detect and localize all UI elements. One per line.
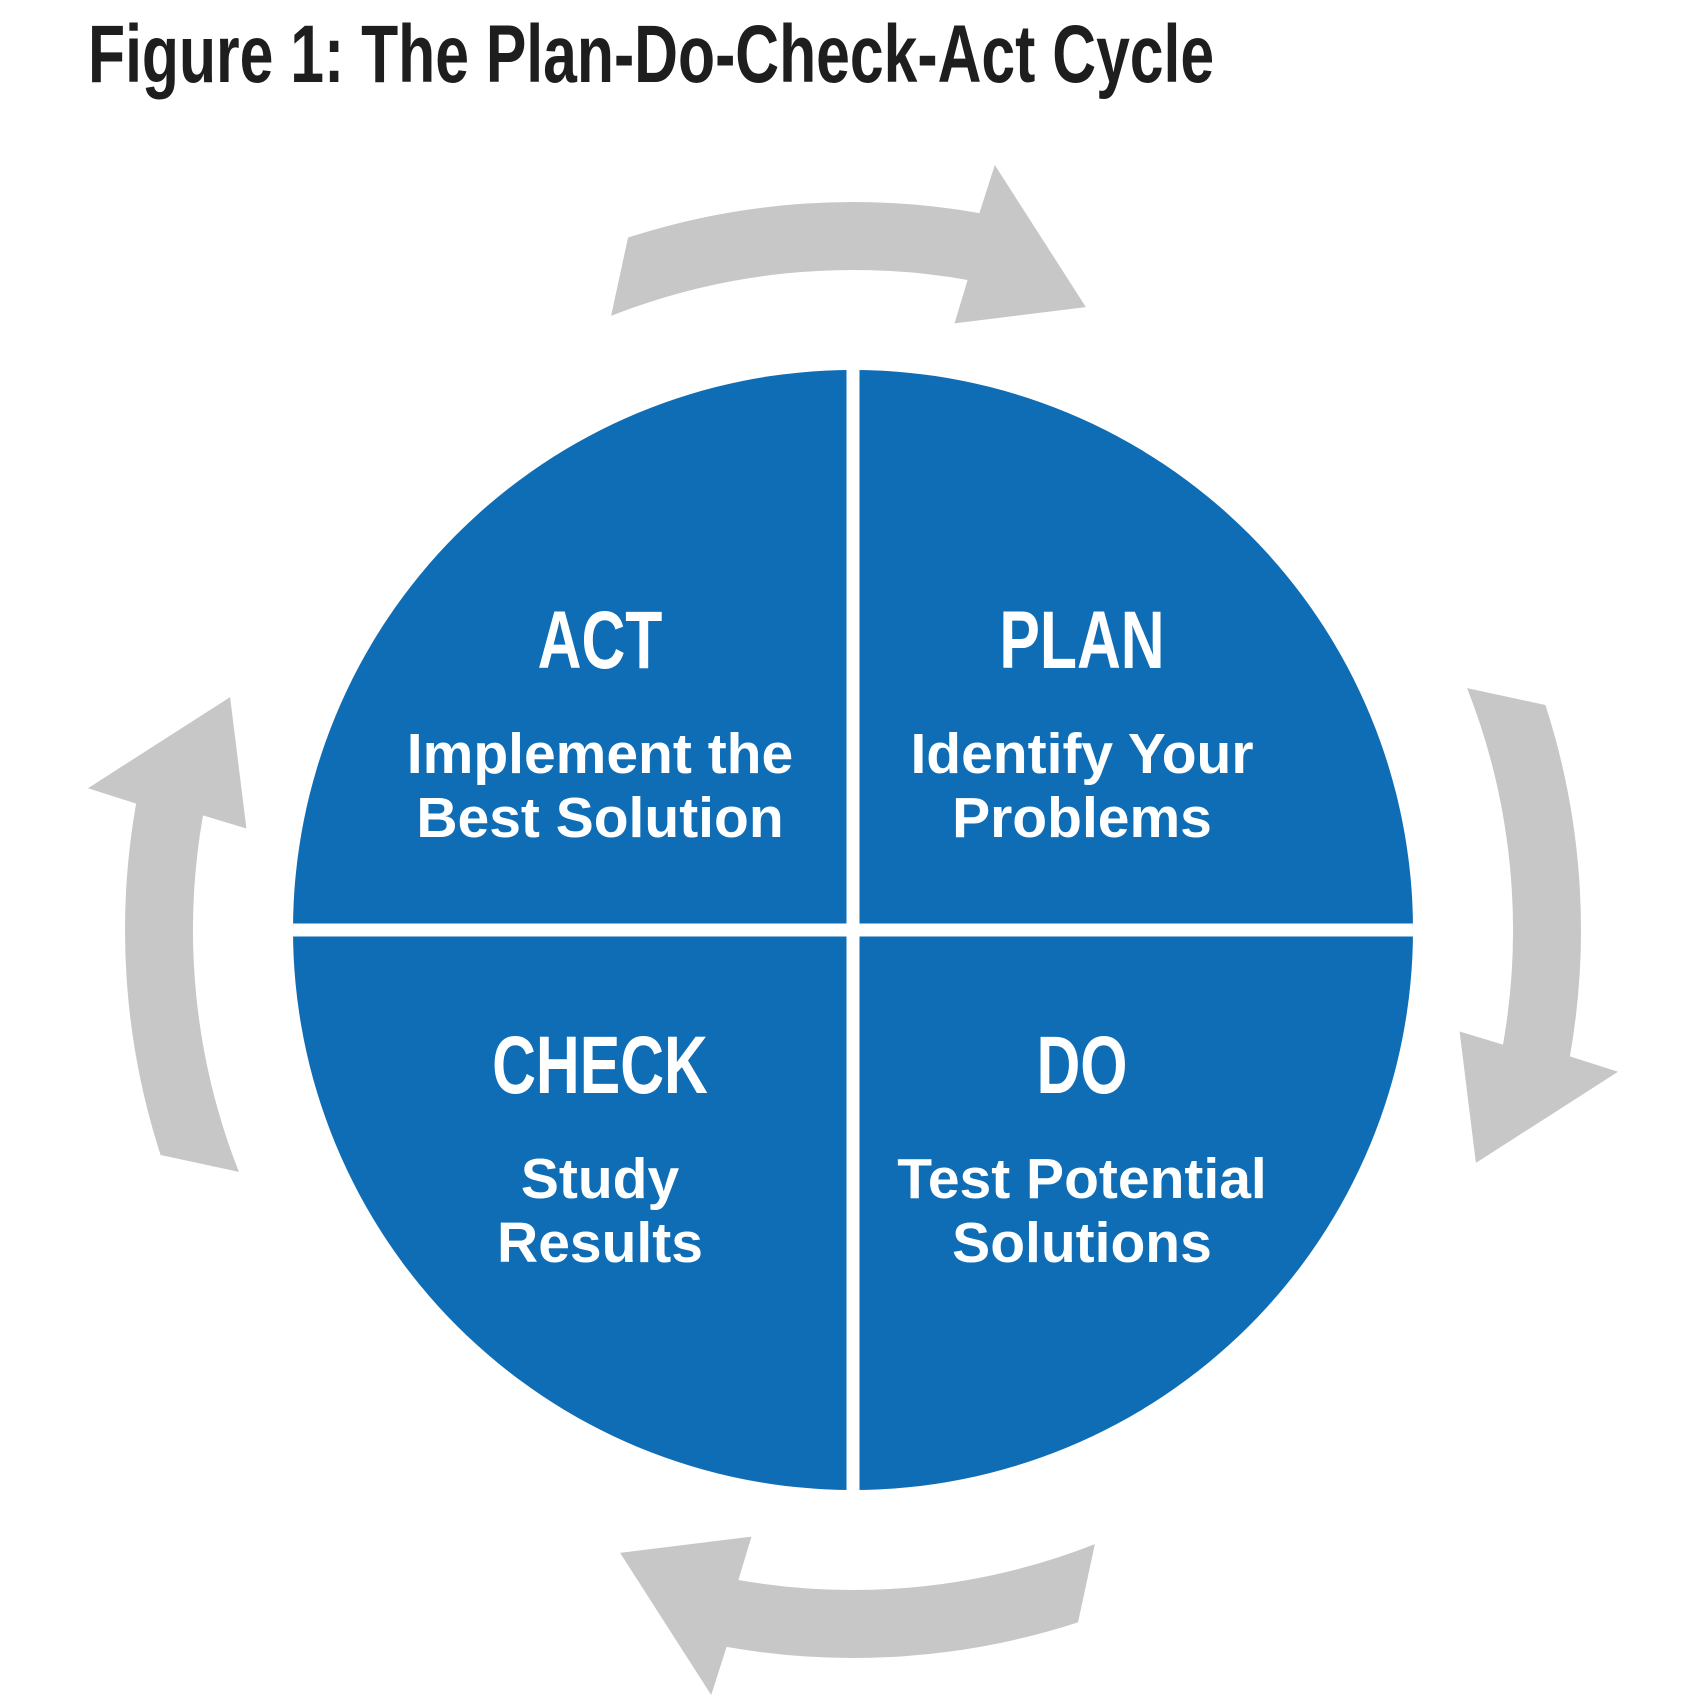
quadrant-do-description: Test Potential Solutions — [897, 1147, 1267, 1276]
figure-title: Figure 1: The Plan-Do-Check-Act Cycle — [88, 9, 1215, 100]
quadrant-check-description: Study Results — [497, 1147, 703, 1276]
cycle-arrow-top-icon — [611, 165, 1086, 324]
quadrant-act-description: Implement the Best Solution — [406, 722, 794, 851]
quadrant-plan-description: Identify Your Problems — [910, 722, 1254, 851]
quadrant-do-label: DO — [1036, 1020, 1128, 1111]
horizontal-divider — [293, 923, 1413, 937]
quadrant-act: ACT Implement the Best Solution — [320, 600, 880, 851]
cycle-arrow-left-icon — [88, 697, 247, 1172]
quadrant-do: DO Test Potential Solutions — [802, 1025, 1362, 1276]
quadrant-check-label: CHECK — [492, 1020, 708, 1111]
cycle-arrow-right-icon — [1459, 688, 1618, 1163]
quadrant-plan-label: PLAN — [999, 595, 1165, 686]
quadrant-plan: PLAN Identify Your Problems — [802, 600, 1362, 851]
quadrant-check: CHECK Study Results — [320, 1025, 880, 1276]
quadrant-act-label: ACT — [537, 595, 663, 686]
cycle-arrow-bottom-icon — [620, 1536, 1095, 1695]
